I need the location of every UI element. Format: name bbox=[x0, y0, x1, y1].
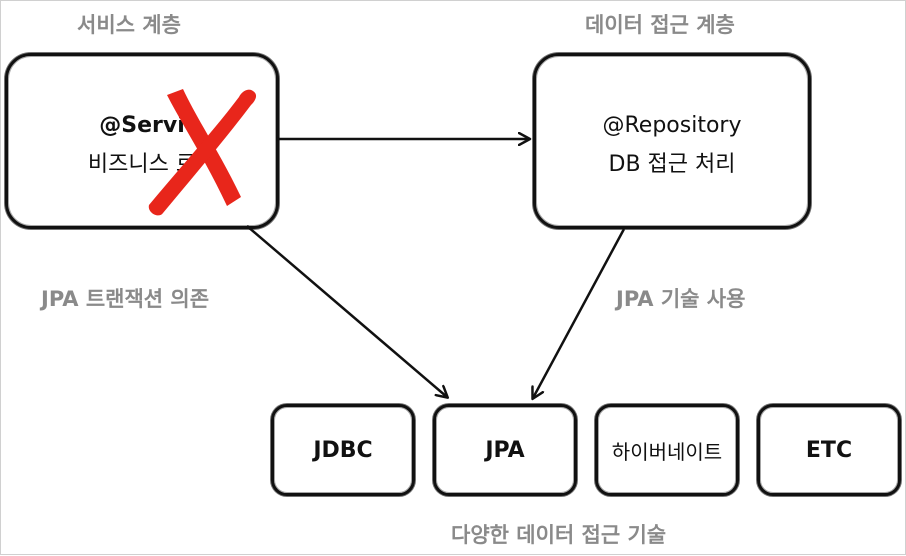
jpa-transaction-dependency-label: JPA 트랜잭션 의존 bbox=[41, 287, 210, 311]
service-layer-label: 서비스 계층 bbox=[77, 13, 181, 37]
service-annotation: @Servi bbox=[99, 113, 185, 138]
tech-box-etc: ETC bbox=[757, 404, 901, 496]
jpa-tech-use-label: JPA 기술 사용 bbox=[616, 287, 746, 311]
tech-box-jdbc: JDBC bbox=[271, 404, 415, 496]
red-cross-icon bbox=[148, 89, 257, 216]
repository-box: @Repository DB 접근 처리 bbox=[533, 53, 811, 229]
tech-box-hibernate: 하이버네이트 bbox=[595, 404, 739, 496]
repository-annotation: @Repository bbox=[602, 113, 742, 138]
repository-db-access-text: DB 접근 처리 bbox=[608, 152, 736, 177]
arrow-repository-to-jpa bbox=[533, 228, 626, 398]
arrow-service-to-jpa bbox=[246, 225, 447, 397]
tech-box-jpa: JPA bbox=[433, 404, 577, 496]
data-access-layer-label: 데이터 접근 계층 bbox=[585, 13, 735, 37]
various-data-access-tech-label: 다양한 데이터 접근 기술 bbox=[451, 523, 667, 547]
